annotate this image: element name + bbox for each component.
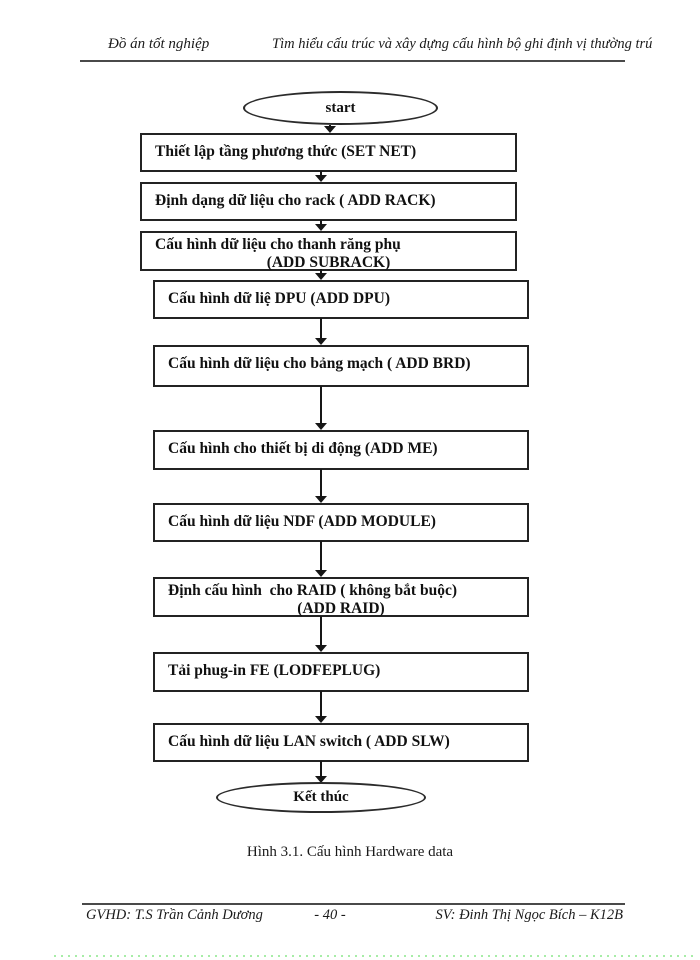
arrow-head	[315, 716, 327, 723]
arrow-stem	[320, 269, 322, 274]
flowchart-step-add-dpu: Cấu hình dữ liệ DPU (ADD DPU)	[153, 280, 529, 319]
arrow-head	[315, 338, 327, 345]
flowchart-step-add-module: Cấu hình dữ liệu NDF (ADD MODULE)	[153, 503, 529, 542]
footer-rule	[82, 903, 625, 905]
arrow-stem	[320, 541, 322, 571]
step-label-line2: (ADD RAID)	[297, 600, 385, 617]
arrow-down-icon	[315, 269, 327, 280]
arrow-down-icon	[315, 761, 327, 783]
arrow-down-icon	[315, 469, 327, 503]
footer-page-number: - 40 -	[314, 907, 346, 923]
arrow-down-icon	[315, 171, 327, 182]
arrow-head	[315, 175, 327, 182]
arrow-head	[315, 570, 327, 577]
step-label: Cấu hình dữ liệ DPU (ADD DPU)	[168, 290, 391, 307]
arrow-down-icon	[315, 220, 327, 231]
arrow-down-icon	[315, 616, 327, 652]
arrow-head	[315, 224, 327, 231]
arrow-stem	[320, 469, 322, 497]
step-label: Thiết lập tầng phương thức (SET NET)	[155, 143, 417, 160]
arrow-stem	[320, 761, 322, 777]
arrow-stem	[320, 386, 322, 424]
arrow-head	[324, 126, 336, 133]
step-label: Tải phug-in FE (LODFEPLUG)	[168, 662, 381, 679]
flowchart-step-add-brd: Cấu hình dữ liệu cho bảng mạch ( ADD BRD…	[153, 345, 529, 387]
step-label: Định dạng dữ liệu cho rack ( ADD RACK)	[155, 192, 436, 209]
flowchart-step-add-subrack: Cấu hình dữ liệu cho thanh răng phụ (ADD…	[140, 231, 517, 271]
arrow-stem	[320, 691, 322, 717]
flowchart-step-add-raid: Định cấu hình cho RAID ( không bắt buộc)…	[153, 577, 529, 617]
flowchart-end-terminal: Kết thúc	[216, 782, 426, 813]
arrow-head	[315, 423, 327, 430]
footer-student-text: SV: Đinh Thị Ngọc Bích – K12B	[435, 907, 623, 923]
header-rule	[80, 60, 625, 62]
header-right-text: Tìm hiểu cấu trúc và xây dựng cấu hình b…	[272, 36, 653, 52]
flowchart-step-add-me: Cấu hình cho thiết bị di động (ADD ME)	[153, 430, 529, 470]
arrow-down-icon	[324, 125, 336, 133]
arrow-stem	[320, 616, 322, 646]
arrow-head	[315, 273, 327, 280]
arrow-head	[315, 496, 327, 503]
figure-caption: Hình 3.1. Cấu hình Hardware data	[246, 844, 454, 860]
arrow-down-icon	[315, 541, 327, 577]
footer-advisor-text: GVHD: T.S Trần Cảnh Dương	[86, 907, 263, 923]
flowchart-step-set-net: Thiết lập tầng phương thức (SET NET)	[140, 133, 517, 172]
arrow-head	[315, 645, 327, 652]
arrow-down-icon	[315, 386, 327, 430]
flowchart-step-lodfeplug: Tải phug-in FE (LODFEPLUG)	[153, 652, 529, 692]
arrow-down-icon	[315, 691, 327, 723]
bottom-dotted-line	[54, 955, 698, 957]
arrow-stem	[320, 171, 322, 176]
step-label-line2: (ADD SUBRACK)	[266, 254, 391, 271]
step-label-line1: Cấu hình dữ liệu cho thanh răng phụ	[155, 236, 401, 253]
start-label: start	[325, 99, 356, 116]
flowchart-step-add-rack: Định dạng dữ liệu cho rack ( ADD RACK)	[140, 182, 517, 221]
end-label: Kết thúc	[293, 789, 349, 805]
flowchart-start-terminal: start	[243, 91, 438, 125]
arrow-stem	[320, 318, 322, 339]
header-left-text: Đồ án tốt nghiệp	[108, 36, 210, 52]
step-label-line1: Định cấu hình cho RAID ( không bắt buộc)	[168, 582, 457, 599]
step-label: Cấu hình dữ liệu LAN switch ( ADD SLW)	[168, 733, 450, 750]
step-label: Cấu hình dữ liệu cho bảng mạch ( ADD BRD…	[168, 355, 471, 372]
arrow-head	[315, 776, 327, 783]
arrow-down-icon	[315, 318, 327, 345]
flowchart-step-add-slw: Cấu hình dữ liệu LAN switch ( ADD SLW)	[153, 723, 529, 762]
arrow-stem	[320, 220, 322, 225]
step-label: Cấu hình dữ liệu NDF (ADD MODULE)	[168, 513, 436, 530]
step-label: Cấu hình cho thiết bị di động (ADD ME)	[168, 440, 438, 457]
